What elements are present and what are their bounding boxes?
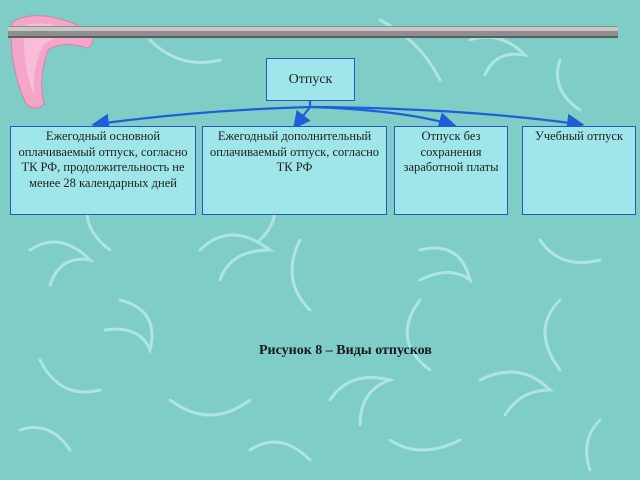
title-bar-line [8,26,618,38]
node-unpaid-leave-label: Отпуск без сохранения заработной платы [403,129,499,174]
node-annual-additional-leave-label: Ежегодный дополнительный оплачиваемый от… [209,129,380,174]
node-annual-additional-leave: Ежегодный дополнительный оплачиваемый от… [202,126,387,215]
node-study-leave-label: Учебный отпуск [534,129,624,143]
node-root-label: Отпуск [288,71,333,87]
node-root: Отпуск [266,58,355,101]
arrow-to-child-4 [309,105,585,132]
figure-caption: Рисунок 8 – Виды отпусков [259,343,432,358]
node-annual-basic-leave: Ежегодный основной оплачиваемый отпуск, … [10,126,196,215]
arrow-to-child-2 [292,106,311,130]
node-annual-basic-leave-label: Ежегодный основной оплачиваемый отпуск, … [18,129,188,190]
node-study-leave: Учебный отпуск [522,126,636,215]
node-unpaid-leave: Отпуск без сохранения заработной платы [394,126,508,215]
arrow-to-child-1 [91,105,311,132]
